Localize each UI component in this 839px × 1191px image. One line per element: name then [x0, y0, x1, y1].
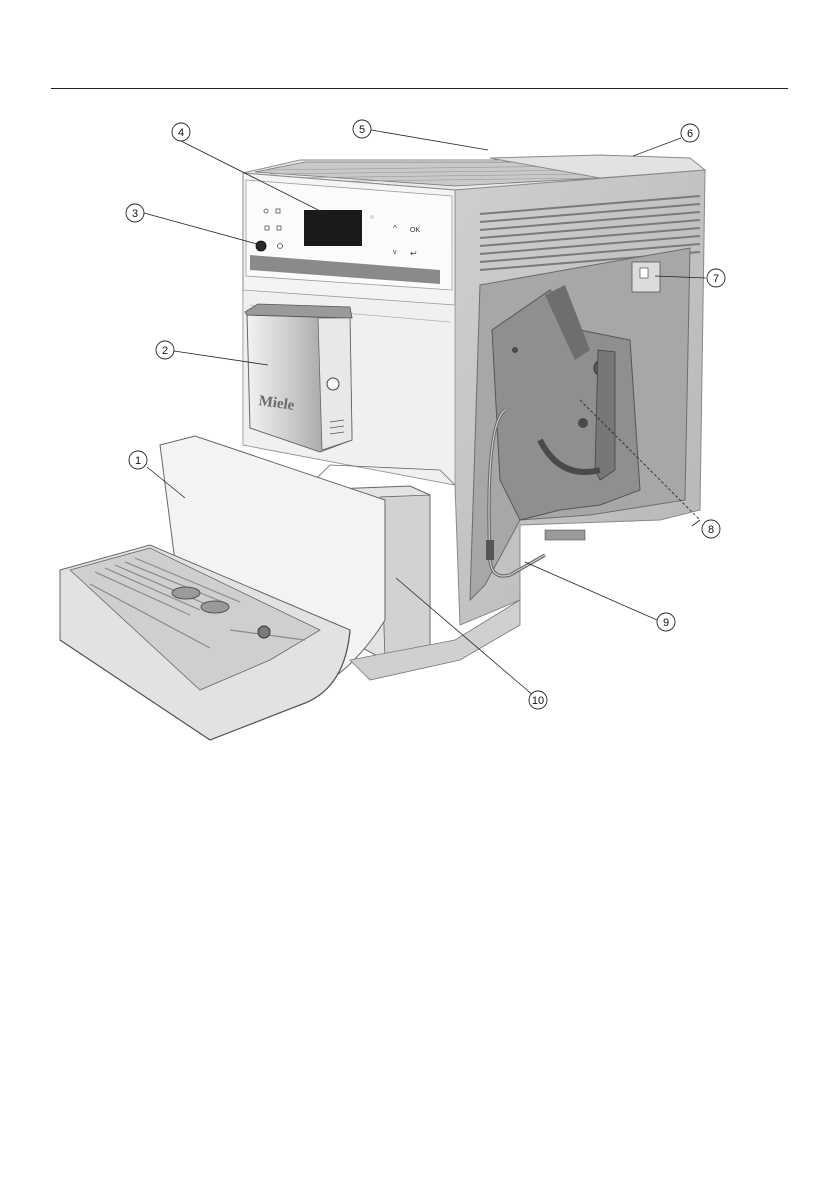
tube-fitting — [545, 530, 585, 540]
svg-text:6: 6 — [687, 128, 693, 140]
callout-4: 4 — [172, 123, 190, 141]
switch-rocker — [640, 268, 648, 278]
callout-6: 6 — [681, 124, 699, 142]
svg-text:5: 5 — [359, 124, 365, 136]
drip-tray-float — [258, 626, 270, 638]
drip-tray-hole-2 — [201, 601, 229, 613]
on-off-button[interactable] — [256, 241, 266, 251]
callout-8: 8 — [702, 520, 720, 538]
tube-connector — [486, 540, 494, 560]
svg-text:10: 10 — [532, 695, 544, 707]
dispenser-knob[interactable] — [327, 378, 339, 390]
sensor-dot — [370, 215, 374, 219]
callout-9: 9 — [657, 613, 675, 631]
back-arrow-label: ↩ — [410, 249, 417, 258]
svg-text:2: 2 — [162, 345, 168, 357]
brew-unit-hole — [578, 418, 588, 428]
svg-text:4: 4 — [178, 127, 184, 139]
callout-7: 7 — [707, 269, 725, 287]
up-arrow-label: ^ — [393, 224, 397, 233]
ok-label: OK — [410, 227, 420, 234]
svg-text:3: 3 — [132, 208, 138, 220]
brew-unit-screw — [512, 347, 518, 353]
display-screen — [304, 210, 362, 246]
coffee-machine-illustration: OK ^ v ↩ Miele — [0, 0, 839, 760]
down-arrow-label: v — [393, 249, 397, 256]
callout-1: 1 — [129, 451, 147, 469]
svg-text:8: 8 — [708, 524, 714, 536]
svg-text:9: 9 — [663, 617, 669, 629]
waste-container-front — [380, 495, 430, 660]
brew-unit-handle — [595, 350, 615, 480]
svg-text:1: 1 — [135, 455, 141, 467]
callout-2: 2 — [156, 341, 174, 359]
callout-10: 10 — [529, 691, 547, 709]
svg-text:7: 7 — [713, 273, 719, 285]
callout-5: 5 — [353, 120, 371, 138]
drip-tray-hole-1 — [172, 587, 200, 599]
callout-3: 3 — [126, 204, 144, 222]
